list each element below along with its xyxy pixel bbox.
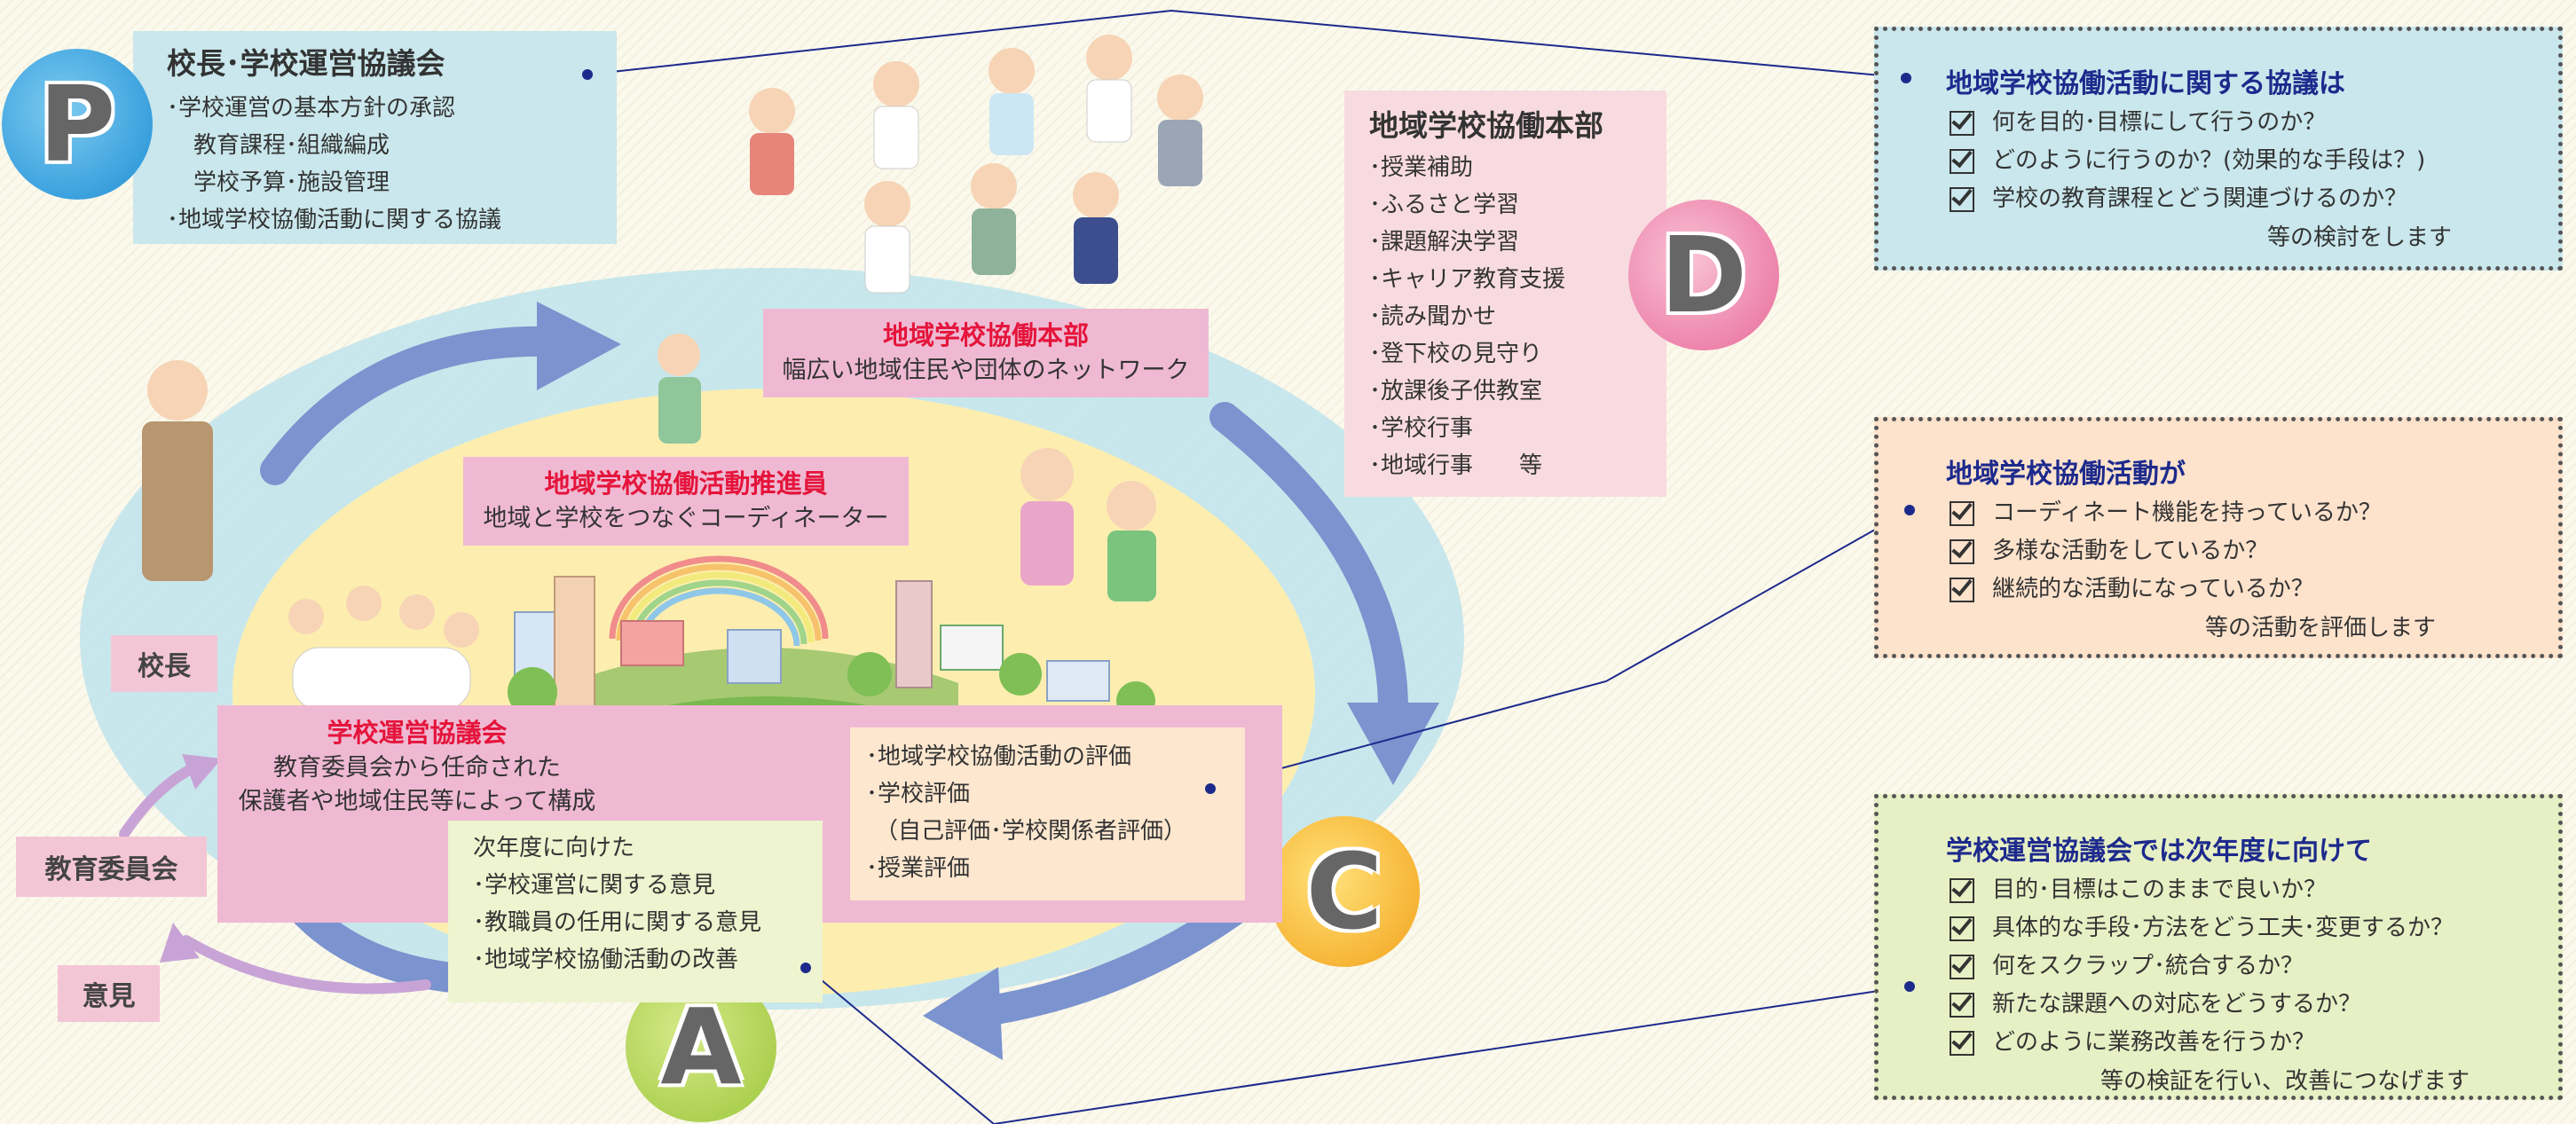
checkbox-icon [1950, 538, 1974, 564]
eval-line-4: ･授業評価 [866, 855, 971, 882]
next-line-4: ･地域学校協働活動の改善 [473, 947, 739, 973]
opinion-label: 意見 [58, 965, 160, 1022]
hq-box-title: 地域学校協働本部 [1369, 108, 1603, 143]
improvement-review-box: 学校運営協議会では次年度に向けて 目的･目標はこのままで良いか？ 具体的な手段･… [1874, 794, 2563, 1100]
town-buildings [508, 576, 1155, 720]
hq-item-6: ･登下校の見守り [1369, 341, 1543, 367]
next-year-box: 次年度に向けた ･学校運営に関する意見 ･教職員の任用に関する意見 ･地域学校協… [448, 821, 823, 1002]
promoter-label-title: 地域学校協働活動推進員 [544, 468, 828, 499]
hq-label-sub: 幅広い地域住民や団体のネットワーク [782, 357, 1190, 384]
council-label-title: 学校運営協議会 [327, 718, 508, 748]
promoter-label: 地域学校協働活動推進員 地域と学校をつなぐコーディネーター [463, 457, 909, 546]
hq-item-4: ･キャリア教育支援 [1369, 266, 1566, 293]
box1-tail: 等の検討をします [2266, 224, 2452, 251]
checkbox-icon [1950, 877, 1974, 903]
evaluation-box: ･地域学校協働活動の評価 ･学校評価 （自己評価･学校関係者評価） ･授業評価 [850, 727, 1245, 900]
connector-lines [587, 9, 1910, 1124]
p-council-box: 校長･学校運営協議会 ･学校運営の基本方針の承認 教育課程･組織編成 学校予算･… [133, 31, 617, 244]
checkbox-icon [1950, 186, 1974, 212]
box2-item: コーディネート機能を持っているか？ [1950, 494, 2558, 532]
hq-item-3: ･課題解決学習 [1369, 229, 1520, 255]
hq-activity-box: 地域学校協働本部 ･授業補助 ･ふるさと学習 ･課題解決学習 ･キャリア教育支援… [1344, 90, 1666, 497]
board-of-education-label: 教育委員会 [16, 837, 207, 897]
connector-dot-box1 [1901, 73, 1911, 83]
box1-item: どのように行うのか？(効果的な手段は？) [1950, 142, 2558, 180]
connector-dot-a [800, 963, 811, 973]
box3-item: どのように業務改善を行うか？ [1950, 1024, 2558, 1062]
council-label-sub2: 保護者や地域住民等によって構成 [238, 788, 596, 815]
next-line-1: 次年度に向けた [473, 835, 635, 861]
box1-item: 学校の教育課程とどう関連づけるのか？ [1950, 180, 2558, 218]
box3-item: 具体的な手段･方法をどう工夫･変更するか？ [1950, 909, 2558, 947]
check-evaluation-box: 地域学校協働活動が コーディネート機能を持っているか？ 多様な活動をしているか？… [1874, 417, 2563, 658]
p-box-line-3: 学校予算･施設管理 [193, 169, 390, 196]
box2-tail: 等の活動を評価します [2204, 615, 2436, 641]
rainbow [609, 555, 829, 647]
connector-dot-box2 [1904, 505, 1915, 515]
p-box-line-4: ･地域学校協働活動に関する協議 [167, 207, 502, 233]
council-label: 学校運営協議会 教育委員会から任命された 保護者や地域住民等によって構成 [222, 714, 612, 819]
checkbox-icon [1950, 1030, 1974, 1056]
connector-dot-box3 [1904, 981, 1915, 992]
p-box-title: 校長･学校運営協議会 [167, 46, 445, 81]
promoter-label-sub: 地域と学校をつなぐコーディネーター [483, 505, 889, 532]
connector-dot-c [1205, 783, 1216, 794]
hq-item-5: ･読み聞かせ [1369, 303, 1497, 330]
next-line-2: ･学校運営に関する意見 [473, 872, 716, 899]
checkbox-icon [1950, 577, 1974, 602]
principal-label: 校長 [111, 635, 217, 692]
box1-head: 地域学校協働活動に関する協議は [1946, 68, 2345, 99]
hq-item-7: ･放課後子供教室 [1369, 378, 1543, 405]
eval-line-3: （自己評価･学校関係者評価） [875, 818, 1187, 845]
box2-item: 多様な活動をしているか？ [1950, 532, 2558, 570]
box1-item: 何を目的･目標にして行うのか？ [1950, 104, 2558, 142]
p-box-line-2: 教育課程･組織編成 [193, 132, 390, 159]
checkbox-icon [1950, 954, 1974, 979]
box3-item: 何をスクラップ･統合するか？ [1950, 947, 2558, 986]
hq-item-2: ･ふるさと学習 [1369, 192, 1520, 218]
box3-tail: 等の検証を行い、改善につなげます [2099, 1068, 2470, 1095]
letter-d-circle: D [1628, 200, 1779, 350]
checkbox-icon [1950, 916, 1974, 941]
hq-label-title: 地域学校協働本部 [882, 320, 1089, 350]
checkbox-icon [1950, 110, 1974, 136]
council-label-sub1: 教育委員会から任命された [273, 754, 561, 782]
p-box-line-1: ･学校運営の基本方針の承認 [167, 95, 456, 122]
people-illustrations [142, 35, 1203, 711]
next-line-3: ･教職員の任用に関する意見 [473, 909, 762, 936]
checkbox-icon [1950, 148, 1974, 174]
hq-item-8: ･学校行事 [1369, 415, 1474, 442]
hq-item-9: ･地域行事 等 [1369, 452, 1543, 479]
checkbox-icon [1950, 992, 1974, 1018]
letter-p-circle: P [2, 49, 153, 200]
box2-item: 継続的な活動になっているか？ [1950, 570, 2558, 609]
hq-item-1: ･授業補助 [1369, 154, 1474, 181]
box2-head: 地域学校協働活動が [1946, 459, 2186, 490]
letter-c-circle: C [1269, 816, 1420, 967]
box3-head: 学校運営協議会では次年度に向けて [1946, 836, 2372, 867]
box3-item: 目的･目標はこのままで良いか？ [1950, 871, 2558, 909]
box3-item: 新たな課題への対応をどうするか？ [1950, 986, 2558, 1024]
plan-discussion-box: 地域学校協働活動に関する協議は 何を目的･目標にして行うのか？ どのように行うの… [1874, 27, 2563, 271]
checkbox-icon [1950, 500, 1974, 526]
connector-dot-p [582, 69, 593, 80]
hq-network-label: 地域学校協働本部 幅広い地域住民や団体のネットワーク [763, 309, 1209, 397]
eval-line-2: ･学校評価 [866, 781, 971, 807]
eval-line-1: ･地域学校協働活動の評価 [866, 743, 1132, 770]
